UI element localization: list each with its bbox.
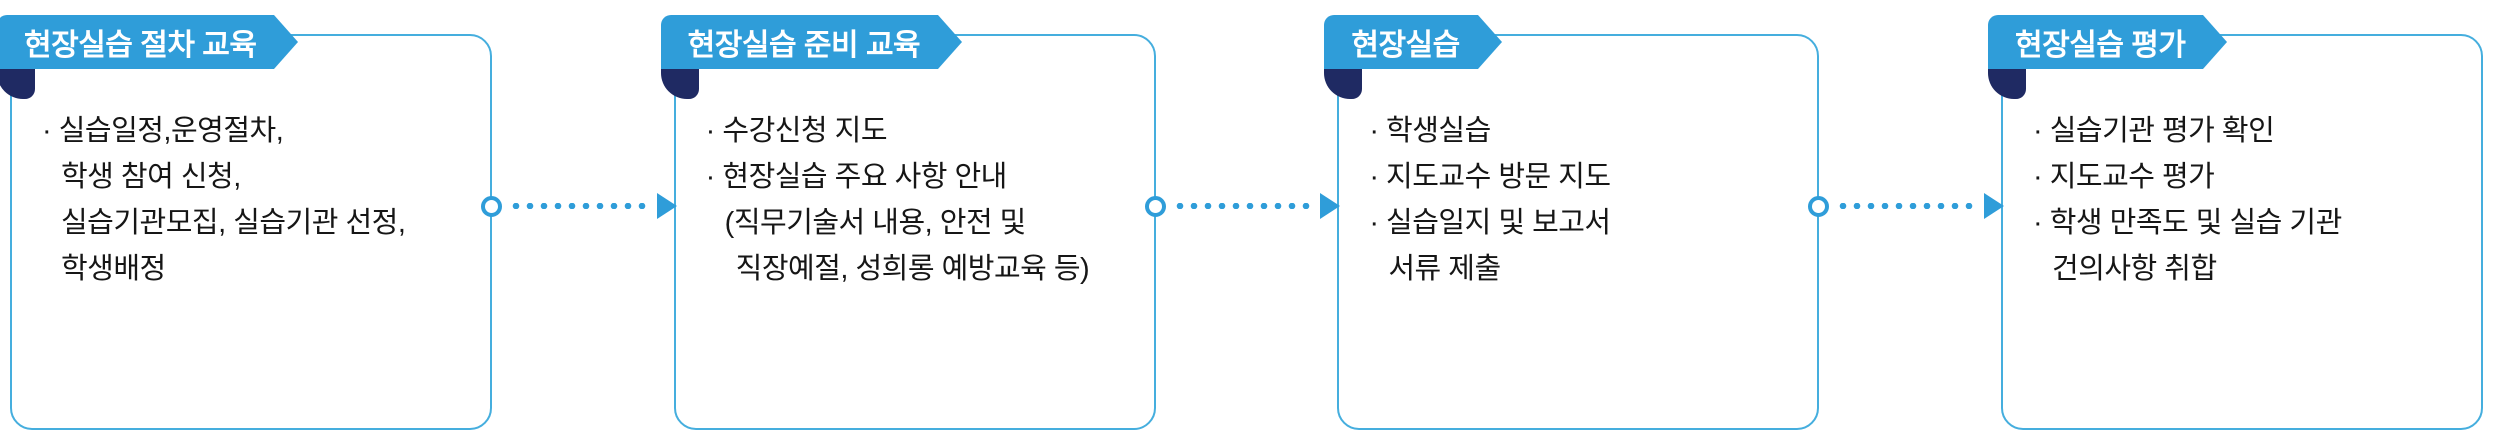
- step-line: 건의사항 취합: [2052, 253, 2217, 285]
- step-card-4: 현장실습 평가 · 실습기관 평가 확인 · 지도교수 평가 · 학생 만족도 …: [1988, 15, 2484, 430]
- step-line: · 실습일정,운영절차,: [42, 115, 284, 147]
- step-title: 현장실습 절차 교육: [24, 29, 257, 62]
- flow-connector-3: [1808, 8, 2005, 404]
- step-line: · 수강신청 지도: [705, 115, 888, 147]
- connector-dotted-line: [1172, 203, 1314, 209]
- step-title: 현장실습 평가: [2015, 29, 2186, 62]
- connector-circle-icon: [1808, 195, 1830, 217]
- flow-connector-1: [481, 8, 677, 404]
- step-line: 직장예절, 성희롱 예방교육 등): [735, 253, 1090, 285]
- step-ribbon-2: 현장실습 준비 교육: [660, 15, 963, 99]
- step-line: 서류 제출: [1388, 253, 1501, 285]
- connector-dotted-line: [1836, 203, 1978, 209]
- step-line: · 학생 만족도 및 실습 기관: [2033, 207, 2342, 239]
- step-body: · 실습일정,운영절차, 학생 참여 신청, 실습기관모집, 실습기관 선정, …: [12, 36, 490, 292]
- step-body: · 학생실습 · 지도교수 방문 지도 · 실습일지 및 보고서 서류 제출: [1339, 36, 1817, 292]
- ribbon-arrow-icon: [1477, 15, 1502, 69]
- step-card-3: 현장실습 · 학생실습 · 지도교수 방문 지도 · 실습일지 및 보고서 서류…: [1324, 15, 1820, 430]
- connector-circle-icon: [1144, 195, 1166, 217]
- step-line: · 지도교수 평가: [2033, 161, 2215, 193]
- connector-circle-icon: [481, 195, 502, 217]
- step-card-1: 현장실습 절차 교육 · 실습일정,운영절차, 학생 참여 신청, 실습기관모집…: [0, 15, 492, 430]
- step-line: · 학생실습: [1369, 115, 1491, 147]
- step-ribbon-4: 현장실습 평가: [1988, 15, 2228, 99]
- connector-dotted-line: [509, 203, 650, 209]
- step-title: 현장실습 준비 교육: [687, 29, 921, 62]
- step-line: · 실습일지 및 보고서: [1369, 207, 1611, 239]
- ribbon-arrow-icon: [2203, 15, 2228, 69]
- step-ribbon-1: 현장실습 절차 교육: [0, 15, 299, 99]
- ribbon-arrow-icon: [274, 15, 299, 69]
- connector-arrow-icon: [656, 193, 677, 219]
- step-card-2: 현장실습 준비 교육 · 수강신청 지도 · 현장실습 주요 사항 안내 (직무…: [660, 15, 1156, 430]
- step-line: (직무기술서 내용, 안전 및: [724, 207, 1027, 239]
- connector-arrow-icon: [1984, 193, 2005, 219]
- step-title-banner: 현장실습 평가: [1988, 15, 2228, 69]
- step-ribbon-3: 현장실습: [1324, 15, 1502, 99]
- flow-connector-2: [1144, 8, 1341, 404]
- step-title: 현장실습: [1351, 29, 1460, 62]
- step-body: · 실습기관 평가 확인 · 지도교수 평가 · 학생 만족도 및 실습 기관 …: [2003, 36, 2481, 292]
- connector-arrow-icon: [1320, 193, 1341, 219]
- step-line: · 실습기관 평가 확인: [2033, 115, 2275, 147]
- ribbon-arrow-icon: [938, 15, 963, 69]
- step-title-banner: 현장실습: [1324, 15, 1502, 69]
- step-line: 학생 참여 신청,: [61, 161, 241, 193]
- step-title-banner: 현장실습 절차 교육: [0, 15, 299, 69]
- step-line: · 현장실습 주요 사항 안내: [705, 161, 1008, 193]
- step-title-banner: 현장실습 준비 교육: [660, 15, 963, 69]
- step-line: 실습기관모집, 실습기관 선정,: [61, 207, 406, 239]
- step-body: · 수강신청 지도 · 현장실습 주요 사항 안내 (직무기술서 내용, 안전 …: [676, 36, 1154, 292]
- step-line: 학생배정: [61, 253, 166, 285]
- step-line: · 지도교수 방문 지도: [1369, 161, 1611, 193]
